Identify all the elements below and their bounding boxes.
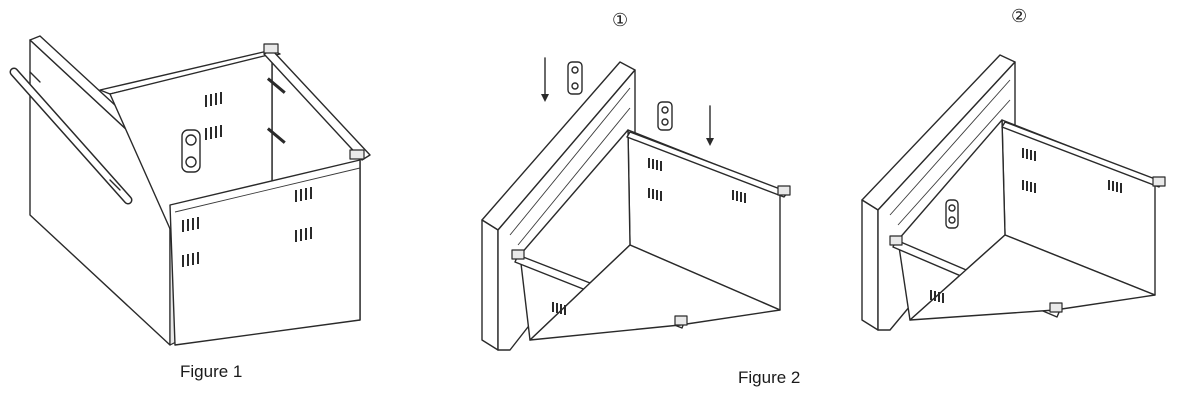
figure-1-caption: Figure 1 <box>180 362 243 381</box>
drawer-bottom <box>529 244 781 341</box>
down-arrow-icon <box>541 57 549 102</box>
figure-2-step-1-drawing <box>481 57 791 351</box>
door-handle-icon <box>9 67 133 205</box>
latch-installed-icon <box>945 199 959 229</box>
figure-1-drawing <box>9 35 371 346</box>
vent-slots-icon <box>182 77 312 267</box>
step-1-marker: ① <box>612 10 629 31</box>
latch-part-b-icon <box>657 101 673 131</box>
latch-icon <box>181 129 201 173</box>
down-arrow-icon <box>706 105 714 146</box>
drawer-side-panel <box>169 159 361 346</box>
figure-2-caption: Figure 2 <box>738 368 801 387</box>
latch-part-a-icon <box>567 61 583 95</box>
rail-clip-icon <box>263 43 279 54</box>
step-2-marker: ② <box>1011 6 1028 27</box>
figure-2-step-2-drawing <box>861 54 1166 331</box>
drawer-back-rail <box>99 49 281 95</box>
